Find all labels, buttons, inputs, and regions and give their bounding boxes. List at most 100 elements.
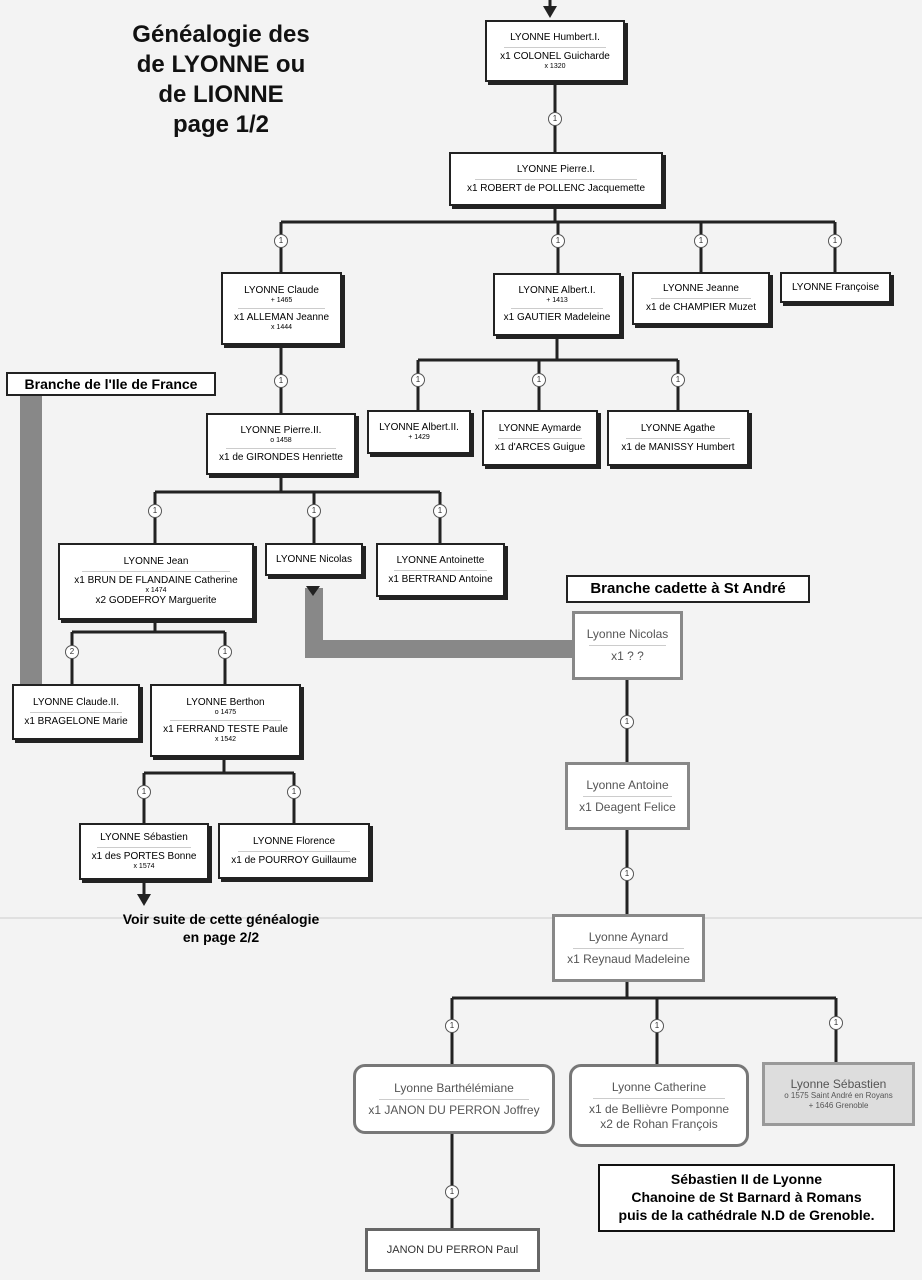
person-name: LYONNE Agathe bbox=[640, 422, 716, 434]
person-berthon[interactable]: LYONNE Berthon o 1475 x1 FERRAND TESTE P… bbox=[150, 684, 301, 757]
person-antoine[interactable]: Lyonne Antoine x1 Deagent Felice bbox=[565, 762, 690, 830]
title-line: page 1/2 bbox=[172, 111, 270, 138]
person-name: LYONNE Pierre.I. bbox=[516, 163, 596, 175]
person-spouse: x1 ALLEMAN Jeanne bbox=[233, 312, 330, 323]
person-spouse: x1 de GIRONDES Henriette bbox=[219, 451, 343, 463]
person-nicolas[interactable]: LYONNE Nicolas bbox=[265, 543, 363, 576]
person-date: x 1444 bbox=[270, 324, 293, 331]
person-pierre-ii[interactable]: LYONNE Pierre.II. o 1458 x1 de GIRONDES … bbox=[206, 413, 356, 475]
person-date: + 1413 bbox=[546, 297, 568, 304]
generation-marker: 1 bbox=[137, 785, 151, 799]
person-spouse: x1 d'ARCES Guigue bbox=[494, 441, 586, 453]
person-date: + 1429 bbox=[408, 434, 430, 441]
person-name: LYONNE Albert.I. bbox=[518, 285, 596, 296]
note-line: Chanoine de St Barnard à Romans bbox=[631, 1189, 862, 1205]
generation-marker: 1 bbox=[307, 504, 321, 518]
person-humbert-i[interactable]: LYONNE Humbert.I. x1 COLONEL Guicharde x… bbox=[485, 20, 625, 82]
note-line: puis de la cathédrale N.D de Grenoble. bbox=[618, 1207, 875, 1223]
person-spouse: x1 BRAGELONE Marie bbox=[24, 715, 128, 727]
generation-marker: 1 bbox=[274, 234, 288, 248]
person-aynard[interactable]: Lyonne Aynard x1 Reynaud Madeleine bbox=[552, 914, 705, 982]
person-agathe[interactable]: LYONNE Agathe x1 de MANISSY Humbert bbox=[607, 410, 749, 466]
person-spouse: x1 ROBERT de POLLENC Jacquemette bbox=[466, 182, 646, 194]
person-albert-i[interactable]: LYONNE Albert.I. + 1413 x1 GAUTIER Madel… bbox=[493, 273, 621, 336]
generation-marker: 1 bbox=[274, 374, 288, 388]
person-claude-ii[interactable]: LYONNE Claude.II. x1 BRAGELONE Marie bbox=[12, 684, 140, 740]
generation-marker: 1 bbox=[548, 112, 562, 126]
person-sebastien[interactable]: LYONNE Sébastien x1 des PORTES Bonne x 1… bbox=[79, 823, 209, 880]
person-name: JANON DU PERRON Paul bbox=[386, 1244, 519, 1256]
person-date: + 1465 bbox=[270, 297, 293, 304]
person-spouse: x1 COLONEL Guicharde bbox=[500, 50, 610, 62]
branch-cadette-label: Branche cadette à St André bbox=[566, 575, 810, 603]
person-claude[interactable]: LYONNE Claude + 1465 x1 ALLEMAN Jeanne x… bbox=[221, 272, 342, 345]
generation-marker: 1 bbox=[218, 645, 232, 659]
person-date: o 1475 bbox=[214, 709, 237, 716]
person-albert-ii[interactable]: LYONNE Albert.II. + 1429 bbox=[367, 410, 471, 454]
generation-marker: 1 bbox=[532, 373, 546, 387]
person-date: x 1542 bbox=[214, 736, 237, 743]
person-spouse: x1 de Bellièvre Pomponne bbox=[588, 1101, 730, 1116]
person-antoinette[interactable]: LYONNE Antoinette x1 BERTRAND Antoine bbox=[376, 543, 505, 597]
person-spouse: x1 BERTRAND Antoine bbox=[388, 573, 493, 585]
person-name: LYONNE Pierre.II. bbox=[240, 424, 322, 436]
person-name: LYONNE Antoinette bbox=[396, 554, 485, 566]
person-date: x 1474 bbox=[145, 587, 167, 594]
person-name: LYONNE Sébastien bbox=[100, 832, 188, 843]
person-name: LYONNE Albert.II. bbox=[379, 422, 459, 433]
generation-marker: 1 bbox=[445, 1019, 459, 1033]
generation-marker: 1 bbox=[620, 715, 634, 729]
generation-marker: 1 bbox=[671, 373, 685, 387]
person-name: LYONNE Claude.II. bbox=[33, 696, 119, 708]
person-spouse: x1 des PORTES Bonne bbox=[91, 851, 197, 862]
generation-marker: 1 bbox=[620, 867, 634, 881]
person-date: x 1574 bbox=[133, 863, 155, 870]
person-jean[interactable]: LYONNE Jean x1 BRUN DE FLANDAINE Catheri… bbox=[58, 543, 254, 620]
title-line: Généalogie des bbox=[132, 21, 310, 48]
person-sebastien-ii[interactable]: Lyonne Sébastien o 1575 Saint André en R… bbox=[762, 1062, 915, 1126]
person-barthelemiane[interactable]: Lyonne Barthélémiane x1 JANON DU PERRON … bbox=[353, 1064, 555, 1134]
person-pierre-i[interactable]: LYONNE Pierre.I. x1 ROBERT de POLLENC Ja… bbox=[449, 152, 663, 206]
person-name: Lyonne Antoine bbox=[586, 777, 669, 792]
person-name: Lyonne Nicolas bbox=[586, 627, 669, 641]
person-date: o 1575 Saint André en Royans bbox=[784, 1091, 893, 1100]
person-spouse: x2 de Rohan François bbox=[600, 1116, 718, 1131]
person-spouse: x2 GODEFROY Marguerite bbox=[95, 595, 217, 606]
person-jeanne[interactable]: LYONNE Jeanne x1 de CHAMPIER Muzet bbox=[632, 272, 770, 325]
title-line: de LIONNE bbox=[158, 81, 284, 108]
person-name: LYONNE Aymarde bbox=[498, 422, 582, 434]
person-francoise[interactable]: LYONNE Françoise bbox=[780, 272, 891, 303]
generation-marker: 1 bbox=[445, 1185, 459, 1199]
person-date: + 1646 Grenoble bbox=[808, 1101, 869, 1110]
person-janon-du-perron-paul[interactable]: JANON DU PERRON Paul bbox=[365, 1228, 540, 1272]
page-title: Généalogie des de LYONNE ou de LIONNE pa… bbox=[96, 20, 346, 140]
person-spouse: x1 FERRAND TESTE Paule bbox=[163, 724, 288, 735]
person-name: LYONNE Nicolas bbox=[276, 553, 352, 565]
person-name: Lyonne Barthélémiane bbox=[394, 1080, 514, 1095]
generation-marker: 1 bbox=[411, 373, 425, 387]
generation-marker: 1 bbox=[148, 504, 162, 518]
person-florence[interactable]: LYONNE Florence x1 de POURROY Guillaume bbox=[218, 823, 370, 879]
person-name: LYONNE Florence bbox=[252, 835, 336, 847]
continuation-line: en page 2/2 bbox=[182, 929, 260, 945]
person-aymarde[interactable]: LYONNE Aymarde x1 d'ARCES Guigue bbox=[482, 410, 598, 466]
person-date: o 1458 bbox=[270, 436, 292, 444]
generation-marker: 1 bbox=[694, 234, 708, 248]
person-spouse: x1 BRUN DE FLANDAINE Catherine bbox=[74, 575, 238, 586]
continuation-note: Voir suite de cette généalogie en page 2… bbox=[96, 910, 346, 946]
person-spouse: x1 de POURROY Guillaume bbox=[231, 854, 357, 866]
person-name: LYONNE Berthon bbox=[186, 697, 265, 708]
person-name: LYONNE Jean bbox=[123, 556, 189, 567]
person-date: x 1320 bbox=[544, 62, 566, 70]
branch-ile-de-france-label: Branche de l'Ile de France bbox=[6, 372, 216, 396]
person-spouse: x1 Deagent Felice bbox=[579, 799, 676, 814]
person-spouse: x1 GAUTIER Madeleine bbox=[503, 312, 611, 323]
title-line: de LYONNE ou bbox=[136, 51, 306, 78]
generation-marker: 1 bbox=[287, 785, 301, 799]
person-name: Lyonne Catherine bbox=[611, 1079, 707, 1094]
person-spouse: x1 de CHAMPIER Muzet bbox=[645, 302, 757, 313]
person-nicolas-st-andre[interactable]: Lyonne Nicolas x1 ? ? bbox=[572, 611, 683, 680]
person-catherine[interactable]: Lyonne Catherine x1 de Bellièvre Pomponn… bbox=[569, 1064, 749, 1147]
person-name: Lyonne Sébastien bbox=[790, 1077, 887, 1091]
generation-marker: 1 bbox=[551, 234, 565, 248]
